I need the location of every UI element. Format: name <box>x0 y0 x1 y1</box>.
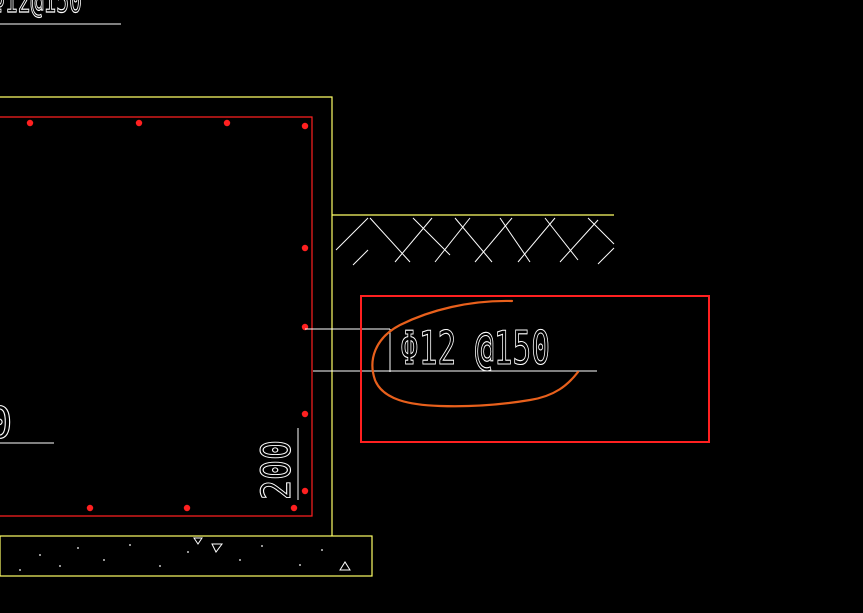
rebar-bar <box>223 119 231 127</box>
rebar-bar <box>301 410 309 418</box>
rebar-stirrup <box>0 116 313 517</box>
rebar-bar <box>183 504 191 512</box>
rebar-bar <box>301 122 309 130</box>
slab-aggregate <box>193 537 351 571</box>
rebar-bar <box>86 504 94 512</box>
rebar-bars <box>26 119 309 512</box>
rebar-bar <box>135 119 143 127</box>
rebar-bar <box>301 487 309 495</box>
rebar-bar <box>26 119 34 127</box>
callout-rebar-label: Φ12 @150 <box>400 321 550 375</box>
dimension-label: 200 <box>254 440 300 500</box>
rebar-bar <box>290 504 298 512</box>
soil-hatch <box>335 217 615 266</box>
wall-outline <box>0 96 333 536</box>
rebar-bar <box>301 244 309 252</box>
top-rebar-label: Φ12@150 <box>0 0 82 21</box>
slab-hatch <box>19 544 323 571</box>
left-fragment-label: 0 <box>0 398 13 449</box>
bottom-slab <box>0 535 373 577</box>
handdrawn-circle <box>371 299 580 408</box>
highlight-box <box>360 295 710 443</box>
